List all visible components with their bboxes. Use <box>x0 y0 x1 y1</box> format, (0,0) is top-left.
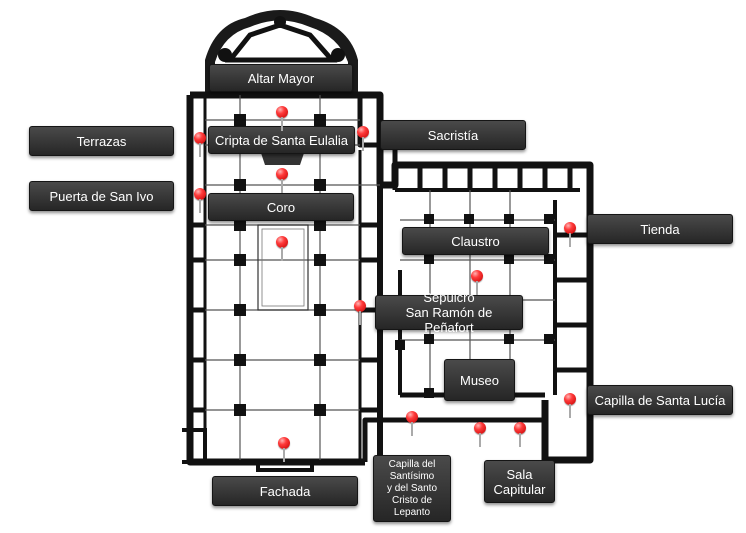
map-pin-icon[interactable] <box>513 422 527 448</box>
map-pin-icon[interactable] <box>275 168 289 194</box>
map-pin-icon[interactable] <box>563 393 577 419</box>
map-pin-icon[interactable] <box>277 437 291 463</box>
map-pin-icon[interactable] <box>193 188 207 214</box>
capilla-santisimo-line-4: Cristo de <box>391 494 432 506</box>
coro-label[interactable]: Coro <box>208 193 354 221</box>
fachada-label[interactable]: Fachada <box>212 476 358 506</box>
sala-capitular-line-2: Capitular <box>493 481 546 497</box>
tienda-label[interactable]: Tienda <box>587 214 733 244</box>
side-chapels <box>190 165 590 413</box>
claustro-label[interactable]: Claustro <box>402 227 549 255</box>
entrance <box>182 428 314 472</box>
puerta-san-ivo-label[interactable]: Puerta de San Ivo <box>29 181 174 211</box>
capilla-santa-lucia-label[interactable]: Capilla de Santa Lucía <box>587 385 733 415</box>
map-pin-icon[interactable] <box>193 132 207 158</box>
map-pin-icon[interactable] <box>405 411 419 437</box>
sepulcro-line-1: Sepulcro <box>423 290 475 305</box>
capilla-santisimo-line-3: y del Santo <box>386 482 438 494</box>
sala-capitular-line-1: Sala <box>506 466 533 482</box>
map-pin-icon[interactable] <box>275 106 289 132</box>
sala-capitular-label[interactable]: Sala Capitular <box>484 460 555 503</box>
sepulcro-label[interactable]: Sepulcro San Ramón de Peñafort <box>375 290 523 335</box>
altar-mayor-label[interactable]: Altar Mayor <box>209 64 353 92</box>
map-pin-icon[interactable] <box>473 422 487 448</box>
map-pin-icon[interactable] <box>470 270 484 296</box>
capilla-santisimo-line-2: Santísimo <box>389 470 435 482</box>
terrazas-label[interactable]: Terrazas <box>29 126 174 156</box>
sacristia-label[interactable]: Sacristía <box>380 120 526 150</box>
map-pin-icon[interactable] <box>275 236 289 262</box>
map-pin-icon[interactable] <box>356 126 370 152</box>
capilla-santisimo-label[interactable]: Capilla del Santísimo y del Santo Cristo… <box>373 455 451 522</box>
capilla-santisimo-line-1: Capilla del <box>388 458 436 470</box>
museo-label[interactable]: Museo <box>444 359 515 401</box>
map-pin-icon[interactable] <box>353 300 367 326</box>
map-pin-icon[interactable] <box>563 222 577 248</box>
sepulcro-line-2: San Ramón de Peñafort <box>405 305 493 335</box>
capilla-santisimo-line-5: Lepanto <box>393 506 431 518</box>
